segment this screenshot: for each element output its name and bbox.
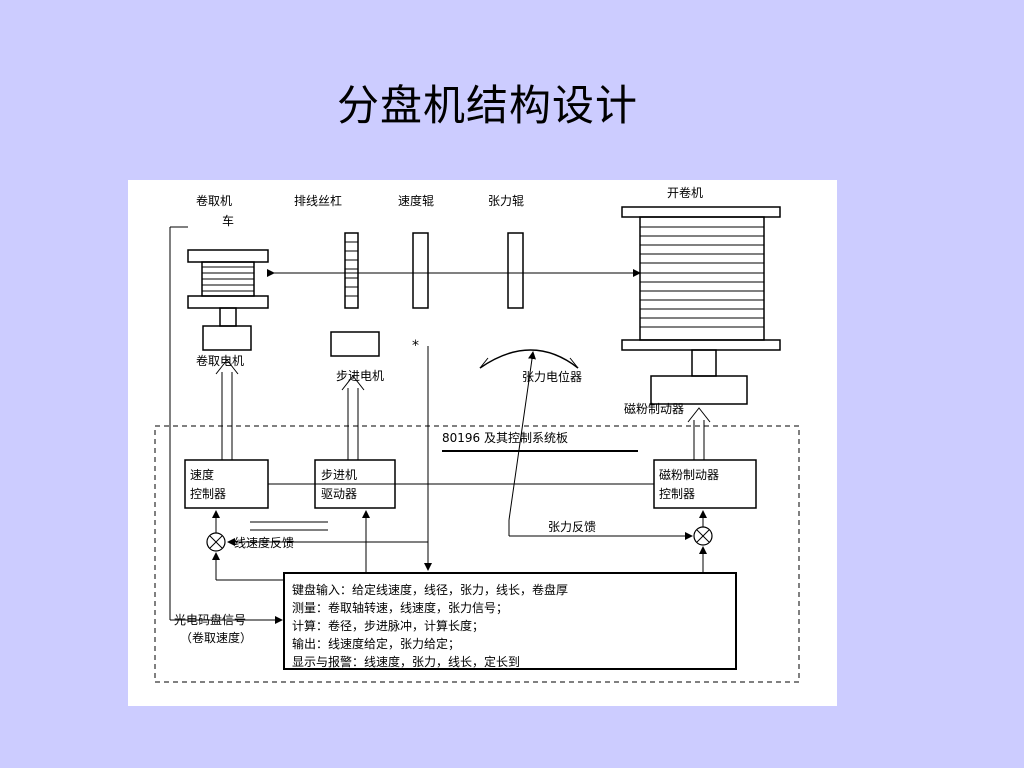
stepper-drv-line1: 步进机: [321, 468, 357, 482]
stepper-motor-label: 步进电机: [336, 369, 384, 383]
winding-speed-label: （卷取速度）: [180, 630, 252, 645]
brake-ctrl-to-brake-arrow: [687, 407, 711, 460]
speed-ctrl-to-motor-arrow: [215, 359, 239, 460]
info-box: [283, 572, 737, 670]
speed-roller: [412, 232, 429, 309]
unwinder-spool: [621, 206, 781, 377]
brake-ctrl-line2: 控制器: [659, 487, 695, 501]
info-line-5: 显示与报警：线速度，张力，线长，定长到: [292, 654, 520, 669]
control-system-diagram: 卷取机 车 排线丝杠 速度辊 张力辊 开卷机: [154, 185, 800, 683]
encoder-signal-label: 光电码盘信号: [174, 612, 246, 627]
stepper-drv-line2: 驱动器: [321, 487, 357, 501]
info-line-4: 输出：线速度给定，张力给定；: [292, 636, 460, 651]
stepper-drv-to-motor-arrow: [341, 375, 365, 460]
stepper-motor: [330, 331, 380, 357]
tension-pot-label: 张力电位器: [522, 369, 582, 384]
winder-spool: [187, 249, 269, 327]
speed-roller-label: 速度辊: [398, 193, 434, 208]
tension-roller: [507, 232, 524, 309]
control-board-label: 80196 及其控制系统板: [442, 431, 568, 445]
speed-ctrl-line1: 速度: [190, 467, 214, 482]
unwinder-label: 开卷机: [667, 185, 703, 200]
pot-arrow: [508, 351, 536, 521]
info-line-2: 测量：卷取轴转速，线速度，张力信号；: [292, 600, 508, 615]
tension-potentiometer: [479, 349, 579, 369]
tension-sum-junction: [693, 526, 713, 546]
mag-brake-label: 磁粉制动器: [624, 401, 684, 416]
slide-title: 分盘机结构设计: [336, 81, 638, 130]
traverse-screw-label: 排线丝杠: [294, 193, 342, 208]
mag-brake: [650, 375, 748, 405]
line-speed-feedback-label: 线速度反馈: [234, 535, 294, 550]
winder-label-cont: 车: [222, 213, 234, 228]
speed-ctrl-line2: 控制器: [190, 487, 226, 501]
winder-motor: [202, 325, 252, 351]
winder-motor-label: 卷取电机: [196, 353, 244, 368]
info-line-3: 计算：卷径，步进脉冲，计算长度；: [292, 618, 484, 633]
tension-roller-label: 张力辊: [488, 194, 524, 208]
winder-label: 卷取机: [196, 193, 232, 208]
tension-feedback-label: 张力反馈: [548, 520, 596, 534]
star-mark: *: [412, 338, 419, 354]
brake-ctrl-line1: 磁粉制动器: [659, 467, 719, 482]
speed-sum-junction: [206, 532, 226, 552]
info-line-1: 键盘输入：给定线速度，线径，张力，线长，卷盘厚: [292, 582, 568, 597]
diagram-panel: 卷取机 车 排线丝杠 速度辊 张力辊 开卷机: [128, 180, 837, 706]
traverse-screw: [344, 232, 359, 309]
